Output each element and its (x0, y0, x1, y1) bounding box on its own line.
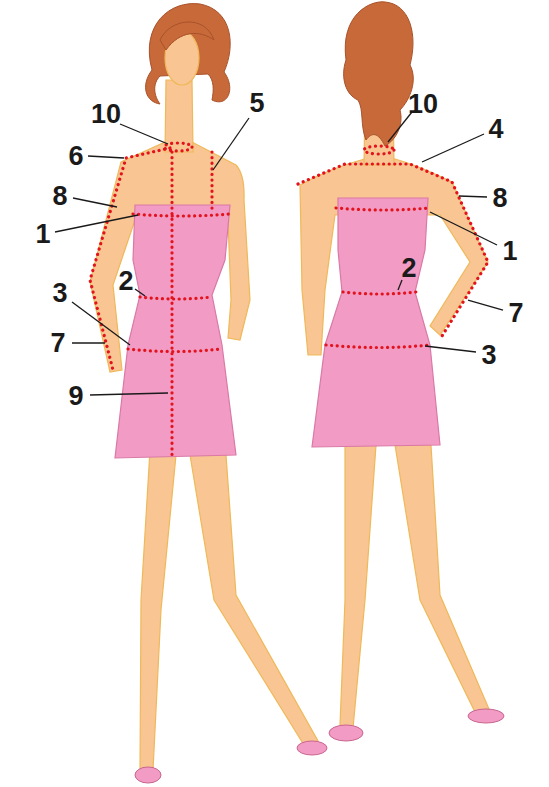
leader-line (72, 342, 105, 343)
callout-number: 2 (401, 255, 416, 282)
callout-number: 9 (68, 383, 83, 410)
callout-number: 8 (492, 185, 507, 212)
callout-number: 3 (481, 342, 496, 369)
shoe (297, 741, 327, 755)
callout-number: 3 (52, 280, 67, 307)
shoe (468, 709, 504, 723)
measure-line (326, 345, 430, 348)
back-figure (298, 2, 504, 741)
measure-line (210, 152, 213, 210)
leg (395, 445, 489, 712)
leader-line (468, 300, 503, 310)
callout-number: 6 (68, 143, 83, 170)
leader-line (120, 124, 168, 144)
measure-line (128, 349, 222, 352)
callout-number: 7 (50, 330, 65, 357)
leader-lines (55, 112, 503, 395)
measure-line (364, 146, 394, 154)
leader-line (213, 118, 249, 170)
leader-line (72, 302, 130, 345)
callout-number: 7 (508, 300, 523, 327)
measure-line (336, 208, 430, 210)
callout-number: 1 (502, 238, 517, 265)
measure-line (164, 143, 192, 151)
measure-line (170, 152, 173, 456)
leg (190, 455, 318, 745)
front-figure (90, 4, 327, 783)
shoe (135, 767, 161, 783)
callout-number: 2 (118, 268, 133, 295)
hair (344, 2, 414, 146)
callout-number: 4 (488, 116, 503, 143)
shoe (329, 725, 363, 741)
leg (140, 450, 176, 770)
callout-number: 10 (408, 91, 438, 118)
measure-line (298, 164, 488, 336)
hair (146, 4, 231, 104)
leader-line (425, 346, 476, 352)
leader-line (90, 393, 168, 395)
neck (165, 80, 193, 152)
measure-line (343, 292, 416, 294)
leg (340, 440, 376, 728)
measure-line (90, 148, 170, 370)
measure-line (133, 214, 230, 216)
measure-line (140, 297, 212, 299)
leader-line (430, 212, 497, 245)
leader-line (55, 215, 138, 232)
leader-line (73, 198, 117, 207)
callout-number: 5 (249, 90, 264, 117)
callout-number: 10 (91, 101, 121, 128)
leader-line (88, 156, 124, 158)
hair (160, 22, 214, 50)
dress (312, 198, 440, 447)
leader-line (422, 134, 484, 162)
leader-line (459, 196, 487, 197)
dress (115, 205, 236, 458)
leader-line (135, 289, 145, 296)
callout-number: 1 (35, 221, 50, 248)
callout-number: 8 (52, 183, 67, 210)
leader-line (398, 280, 402, 290)
